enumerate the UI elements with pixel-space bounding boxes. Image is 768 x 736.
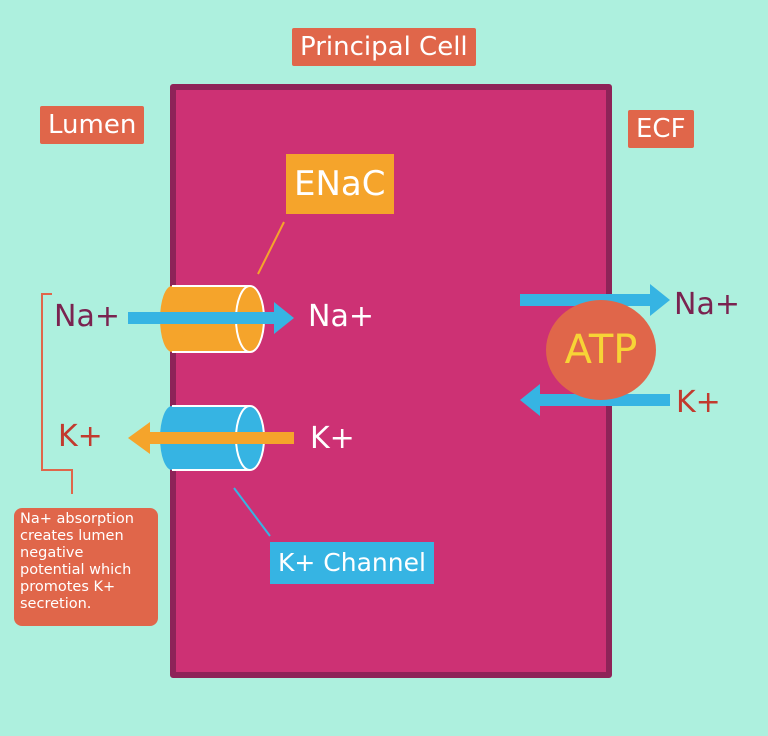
na-influx-arrow [128, 302, 294, 334]
k-channel-label: K+ Channel [270, 542, 434, 584]
k-channel-connector-line [233, 487, 271, 537]
note-bracket [41, 293, 73, 494]
enac-label: ENaC [286, 154, 394, 214]
na-lumen-label: Na+ [54, 299, 120, 334]
cell-title: Principal Cell [292, 28, 476, 66]
atp-pump: ATP [546, 300, 656, 400]
lumen-label: Lumen [40, 106, 145, 144]
k-ecf-label: K+ [676, 385, 721, 420]
k-lumen-label: K+ [58, 419, 103, 454]
na-cell-label: Na+ [308, 299, 374, 334]
enac-connector-line [257, 221, 285, 275]
k-cell-label: K+ [310, 421, 355, 456]
explanation-note: Na+ absorption creates lumen negative po… [14, 508, 158, 626]
k-efflux-arrow [128, 422, 294, 454]
k-influx-ecf-arrow [520, 384, 670, 416]
na-ecf-label: Na+ [674, 287, 740, 322]
ecf-label: ECF [628, 110, 694, 148]
